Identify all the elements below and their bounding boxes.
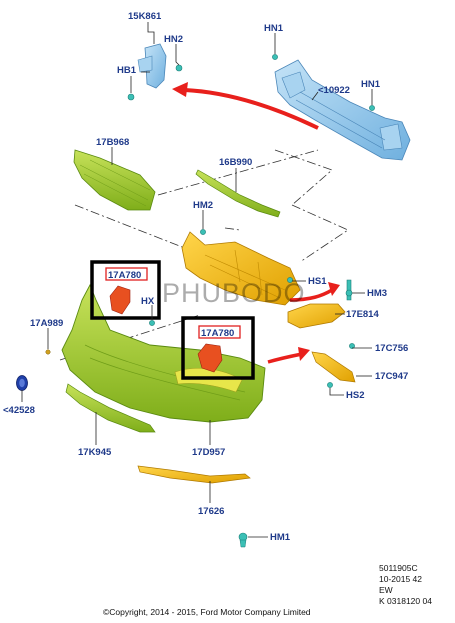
fastener-17c756: [349, 343, 355, 349]
info-line-3: EW: [379, 585, 393, 595]
fastener-hs2: [327, 382, 333, 388]
highlight-box-center: [181, 316, 255, 380]
label-hs1: HS1: [308, 276, 327, 287]
fastener-hn1-top: [272, 54, 278, 60]
fastener-hm1: [238, 532, 248, 548]
bracket-17e814: [287, 303, 346, 329]
bumper-reinforcement-beam: [274, 59, 411, 161]
bumper-cover-17d957: [61, 283, 266, 423]
fastener-hm3: [345, 279, 353, 301]
label-hb1: HB1: [117, 65, 137, 76]
label-10922: <10922: [318, 85, 350, 96]
label-17a780-center: 17A780: [201, 328, 234, 339]
label-hx: HX: [141, 296, 155, 307]
fastener-hs1: [287, 277, 293, 283]
label-hs2: HS2: [346, 390, 364, 401]
info-line-4: K 0318120 04: [379, 596, 432, 606]
red-arrow-17c947: [267, 347, 310, 364]
info-line-2: 10-2015 42: [379, 574, 423, 584]
grille-17b968: [73, 149, 156, 211]
label-hm2: HM2: [193, 200, 213, 211]
bracket-15k861: [137, 43, 167, 89]
label-17626: 17626: [198, 506, 224, 517]
label-42528: <42528: [3, 405, 35, 416]
label-17a989: 17A989: [30, 318, 63, 329]
fastener-hb1: [127, 93, 135, 101]
info-line-1: 5011905C: [379, 563, 418, 573]
fastener-hn2: [175, 64, 183, 72]
label-hn1-top: HN1: [264, 23, 284, 34]
lower-lip-17k945: [65, 383, 156, 433]
label-17b968: 17B968: [96, 137, 129, 148]
label-17c947: 17C947: [375, 371, 408, 382]
watermark: PHUBODO: [162, 278, 306, 308]
fastener-hx: [149, 320, 155, 326]
fastener-hm2: [200, 229, 206, 235]
highlight-box-left: [90, 260, 161, 320]
label-15k861: 15K861: [128, 11, 162, 22]
label-17d957: 17D957: [192, 447, 225, 458]
label-17k945: 17K945: [78, 447, 112, 458]
label-hm3: HM3: [367, 288, 387, 299]
trim-strip-16b990: [195, 169, 281, 218]
label-17c756: 17C756: [375, 343, 408, 354]
red-arrow-beam: [172, 82, 319, 130]
strip-17626: [137, 465, 251, 484]
drawing-info-block: 5011905C 10-2015 42 EW K 0318120 04: [379, 563, 432, 607]
red-arrow-hm3: [289, 282, 340, 302]
copyright-notice: ©Copyright, 2014 - 2015, Ford Motor Comp…: [103, 607, 311, 617]
leader-lines: [21, 22, 373, 538]
label-17e814: 17E814: [346, 309, 379, 320]
fastener-17a989: [45, 349, 51, 355]
fastener-hn1-right: [369, 105, 375, 111]
label-17a780-left: 17A780: [108, 270, 141, 281]
label-hn1-right: HN1: [361, 79, 381, 90]
label-16b990: 16B990: [219, 157, 252, 168]
bracket-17c947: [311, 351, 356, 383]
bumper-absorber-yellow: [181, 231, 301, 306]
label-hm1: HM1: [270, 532, 291, 543]
label-hn2: HN2: [164, 34, 183, 45]
ford-emblem-42528: [16, 375, 28, 391]
